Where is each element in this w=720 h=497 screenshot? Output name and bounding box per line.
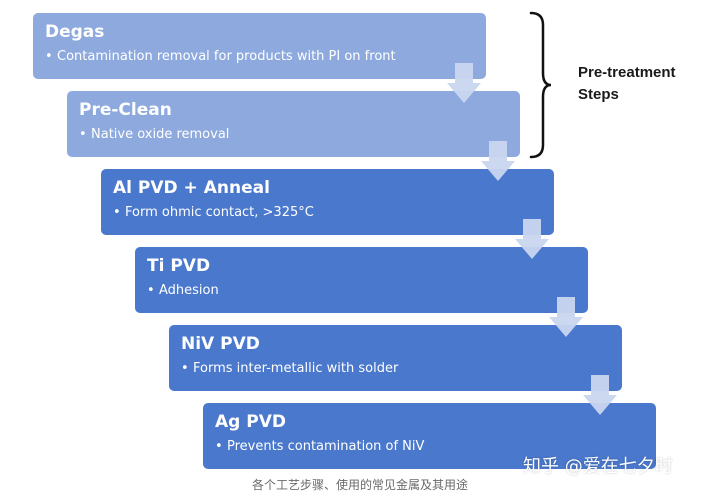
down-arrow-icon bbox=[583, 375, 617, 415]
step-box-niv-pvd: NiV PVD • Forms inter-metallic with solde… bbox=[169, 325, 622, 391]
pretreatment-bracket-icon bbox=[529, 11, 553, 159]
step-bullet: • Prevents contamination of NiV bbox=[215, 438, 644, 456]
figure-caption: 各个工艺步骤、使用的常见金属及其用途 bbox=[251, 478, 468, 492]
step-box-pre-clean: Pre-Clean • Native oxide removal bbox=[67, 91, 520, 157]
bullet-dot: • bbox=[147, 283, 155, 298]
step-title: Ag PVD bbox=[215, 412, 286, 432]
step-box-al-pvd-anneal: Al PVD + Anneal • Form ohmic contact, >32… bbox=[101, 169, 554, 235]
step-bullet-text: Form ohmic contact, >325°C bbox=[125, 205, 314, 220]
step-title: Pre-Clean bbox=[79, 100, 172, 120]
down-arrow-icon bbox=[515, 219, 549, 259]
down-arrow-icon bbox=[481, 141, 515, 181]
step-bullet: • Adhesion bbox=[147, 282, 576, 300]
bullet-dot: • bbox=[113, 205, 121, 220]
step-box-ti-pvd: Ti PVD • Adhesion bbox=[135, 247, 588, 313]
bullet-dot: • bbox=[79, 127, 87, 142]
step-box-ag-pvd: Ag PVD • Prevents contamination of NiV bbox=[203, 403, 656, 469]
bullet-dot: • bbox=[45, 49, 53, 64]
step-bullet: • Native oxide removal bbox=[79, 126, 508, 144]
step-title: NiV PVD bbox=[181, 334, 260, 354]
watermark: 知乎 @爱在七夕时 bbox=[523, 456, 673, 477]
down-arrow-icon bbox=[447, 63, 481, 103]
step-box-degas: Degas • Contamination removal for product… bbox=[33, 13, 486, 79]
pretreatment-label: Pre-treatment Steps bbox=[578, 64, 676, 103]
step-bullet-text: Forms inter-metallic with solder bbox=[193, 361, 399, 376]
step-title: Ti PVD bbox=[147, 256, 211, 276]
step-bullet-text: Native oxide removal bbox=[91, 127, 230, 142]
step-bullet-text: Adhesion bbox=[159, 283, 219, 298]
bullet-dot: • bbox=[215, 439, 223, 454]
step-bullet-text: Prevents contamination of NiV bbox=[227, 439, 425, 454]
step-bullet: • Contamination removal for products with… bbox=[45, 48, 474, 66]
step-bullet-text: Contamination removal for products with … bbox=[57, 49, 396, 64]
bullet-dot: • bbox=[181, 361, 189, 376]
down-arrow-icon bbox=[549, 297, 583, 337]
step-bullet: • Form ohmic contact, >325°C bbox=[113, 204, 542, 222]
step-title: Al PVD + Anneal bbox=[113, 178, 270, 198]
step-bullet: • Forms inter-metallic with solder bbox=[181, 360, 610, 378]
step-title: Degas bbox=[45, 22, 105, 42]
